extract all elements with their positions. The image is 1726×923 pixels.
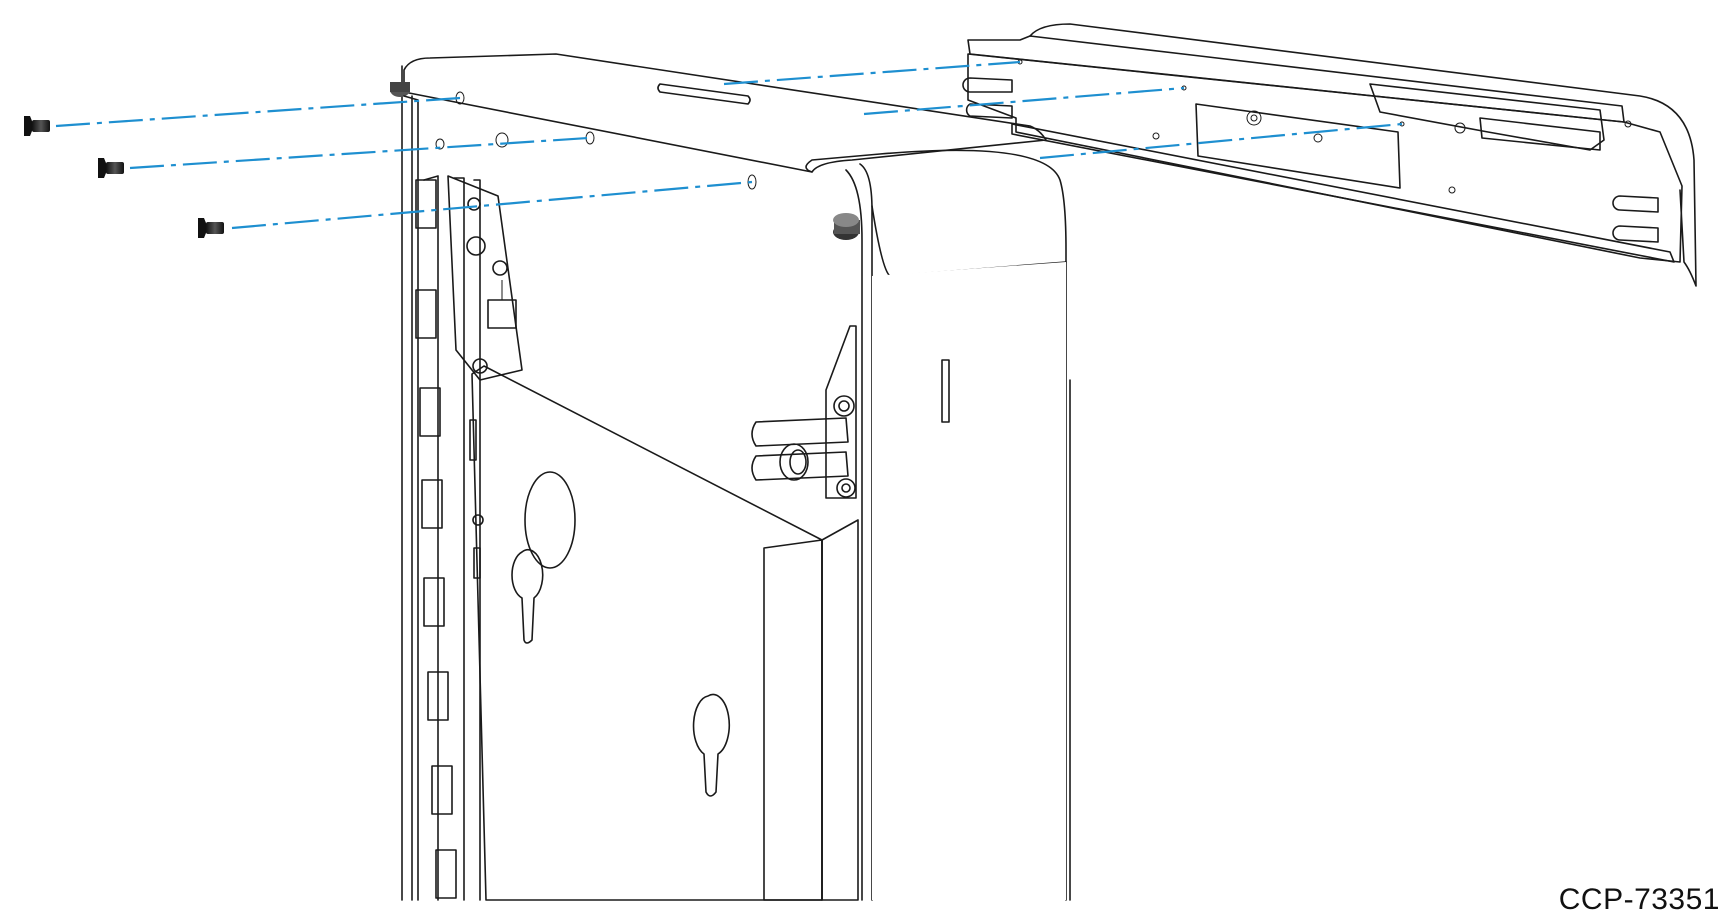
alignment-guides — [55, 60, 1403, 230]
screw-icon — [198, 218, 224, 238]
screw-icon — [24, 116, 50, 136]
rubber-foot-icon — [390, 82, 410, 97]
inner-panel — [469, 365, 859, 901]
guide-line — [1039, 122, 1403, 160]
cabinet-body — [390, 53, 1071, 901]
guide-line — [723, 60, 1021, 86]
mounting-bracket — [962, 23, 1697, 287]
screw-icon — [98, 158, 124, 178]
guide-line — [129, 136, 589, 170]
rubber-foot-icon — [833, 213, 860, 240]
latch-arm — [751, 325, 857, 499]
figure-id-label: CCP-73351 — [1558, 883, 1720, 916]
hinge-assembly — [403, 95, 523, 901]
guide-line — [231, 180, 753, 230]
guide-line — [863, 86, 1185, 116]
guide-line — [55, 96, 461, 128]
